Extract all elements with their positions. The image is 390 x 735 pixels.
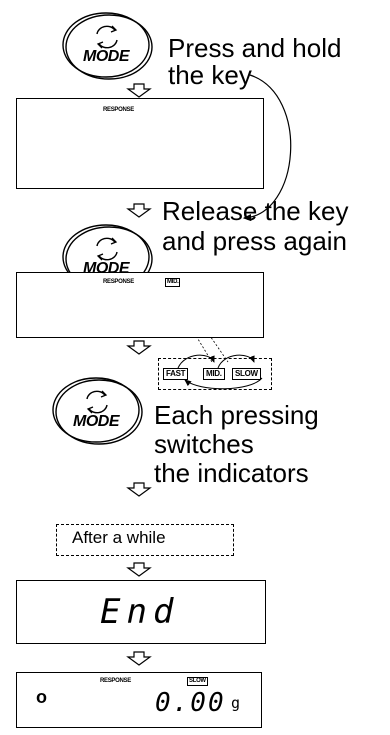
indicator-slow: SLOW bbox=[232, 368, 261, 380]
unit-label: g bbox=[231, 694, 241, 712]
stable-mark: o bbox=[36, 687, 47, 707]
down-arrow-icon bbox=[126, 340, 152, 355]
final-reading: 0.00 bbox=[155, 688, 226, 718]
display-step2 bbox=[16, 272, 264, 338]
display-end bbox=[16, 580, 266, 644]
step1-instruction-line2: the key bbox=[168, 60, 252, 90]
response-label: RESPONSE bbox=[103, 107, 134, 113]
indicator-fast: FAST bbox=[163, 368, 189, 380]
step3-instruction-line2: switches bbox=[154, 429, 254, 459]
indicator-mid: MID. bbox=[203, 368, 225, 380]
end-display-text: End bbox=[100, 592, 180, 632]
slow-indicator: SLOW bbox=[187, 677, 208, 686]
mode-key-label: MODE bbox=[83, 48, 130, 65]
mid-indicator: MID. bbox=[165, 278, 181, 287]
after-while-box bbox=[56, 524, 234, 556]
response-label: RESPONSE bbox=[103, 279, 134, 285]
mode-key-button[interactable]: MODE bbox=[50, 375, 150, 445]
step3-instruction-line3: the indicators bbox=[154, 458, 309, 488]
after-while-text: After a while bbox=[72, 528, 166, 547]
display-step1 bbox=[16, 98, 264, 189]
return-arrow bbox=[242, 74, 292, 222]
down-arrow-icon bbox=[126, 562, 152, 577]
indicator-cycle-box bbox=[158, 358, 272, 390]
down-arrow-icon bbox=[126, 203, 152, 218]
down-arrow-icon bbox=[126, 482, 152, 497]
step1-instruction-line1: Press and hold bbox=[168, 33, 342, 63]
step3-instruction-line1: Each pressing bbox=[154, 400, 319, 430]
down-arrow-icon bbox=[126, 83, 152, 98]
down-arrow-icon bbox=[126, 651, 152, 666]
response-label: RESPONSE bbox=[100, 678, 131, 684]
display-final bbox=[16, 672, 262, 728]
mode-key-button[interactable]: MODE bbox=[60, 10, 160, 80]
mode-key-label: MODE bbox=[73, 413, 120, 430]
step2-instruction-line2: and press again bbox=[162, 226, 348, 256]
step2-instruction-line1: Release the key bbox=[162, 196, 349, 226]
